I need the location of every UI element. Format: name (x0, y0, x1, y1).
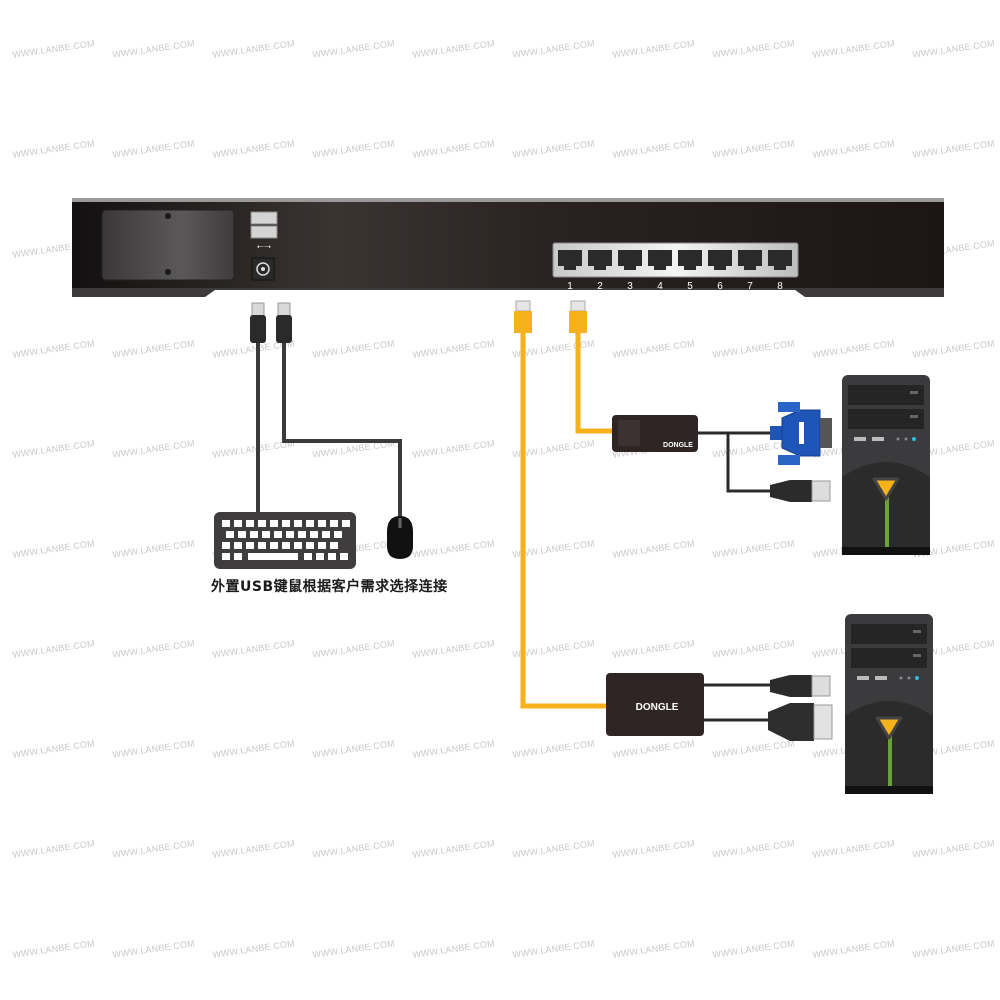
usb-plug-keyboard (250, 302, 266, 513)
usb-port (250, 225, 278, 239)
triangle-logo-icon (872, 477, 900, 501)
screw-icon (165, 269, 171, 275)
rj45-port (558, 250, 582, 270)
port-numbers: 1 2 3 4 5 6 7 8 (567, 281, 783, 292)
rj45-port (738, 250, 762, 270)
unit-top-edge (72, 198, 944, 204)
port-number: 1 (567, 281, 573, 292)
key (222, 553, 230, 560)
usb-plug-mouse (276, 302, 402, 520)
key (222, 520, 230, 527)
keyboard-cable (256, 343, 260, 513)
key (322, 531, 330, 538)
key (262, 531, 270, 538)
key (306, 520, 314, 527)
port-number: 8 (777, 281, 783, 292)
key (328, 553, 336, 560)
key (250, 531, 258, 538)
usb-symbol-icon: ⭠⭢ (257, 241, 271, 251)
key (298, 531, 306, 538)
power-jack-pin (261, 267, 265, 271)
led-icon (912, 437, 916, 441)
rj45-port (708, 250, 732, 270)
led-icon (915, 676, 919, 680)
rj45-port (588, 250, 612, 270)
key (342, 520, 350, 527)
rj45-port (648, 250, 672, 270)
key (318, 542, 326, 549)
key (282, 520, 290, 527)
power-jack-icon (256, 262, 270, 276)
key (234, 553, 242, 560)
mouse-cable (282, 343, 402, 520)
key (258, 542, 266, 549)
key (246, 520, 254, 527)
key (246, 542, 254, 549)
port-number: 4 (657, 281, 663, 292)
mouse (387, 516, 413, 559)
computer-tower-2 (845, 614, 933, 794)
dongle-label: DONGLE (663, 442, 693, 449)
yellow-cable (575, 333, 612, 434)
diagram-caption: 外置USB键鼠根据客户需求选择连接 (211, 579, 448, 595)
port-number: 2 (597, 281, 603, 292)
blank-plate (101, 209, 235, 281)
front-usb-ports: ⭠⭢ (250, 211, 278, 251)
key (258, 520, 266, 527)
rj45-ports (558, 250, 792, 270)
key (274, 531, 282, 538)
rj45-port-panel (552, 242, 799, 278)
yellow-cable (520, 333, 606, 709)
port-number: 6 (717, 281, 723, 292)
key (270, 520, 278, 527)
rj45-port (618, 250, 642, 270)
key (330, 542, 338, 549)
port-number: 7 (747, 281, 753, 292)
key (234, 520, 242, 527)
port-number: 3 (627, 281, 633, 292)
key (238, 531, 246, 538)
key (286, 531, 294, 538)
key (222, 542, 230, 549)
dongle-vga: DONGLE (612, 402, 832, 502)
keyboard (214, 512, 356, 569)
key (306, 542, 314, 549)
port-number: 5 (687, 281, 693, 292)
key (334, 531, 342, 538)
key (270, 542, 278, 549)
key (316, 553, 324, 560)
usb-port (250, 211, 278, 225)
key (294, 542, 302, 549)
key (310, 531, 318, 538)
screw-icon (165, 213, 171, 219)
cat-cable-port2 (569, 300, 612, 434)
key (318, 520, 326, 527)
rj45-port (768, 250, 792, 270)
key (294, 520, 302, 527)
rj45-port (678, 250, 702, 270)
key (304, 553, 312, 560)
key (282, 542, 290, 549)
kvm-unit: ⭠⭢ 1 2 3 4 5 6 7 8 (72, 198, 944, 297)
keyboard-keys (222, 520, 350, 560)
unit-bottom-lip (72, 288, 944, 297)
cat-cable-port1 (514, 300, 606, 709)
dongle-hdmi: DONGLE (606, 673, 833, 741)
key (340, 553, 348, 560)
key (226, 531, 234, 538)
triangle-logo-icon (875, 716, 903, 740)
key (234, 542, 242, 549)
spacebar (248, 553, 298, 560)
key (330, 520, 338, 527)
dongle-label: DONGLE (636, 702, 679, 713)
computer-tower-1 (842, 375, 930, 555)
